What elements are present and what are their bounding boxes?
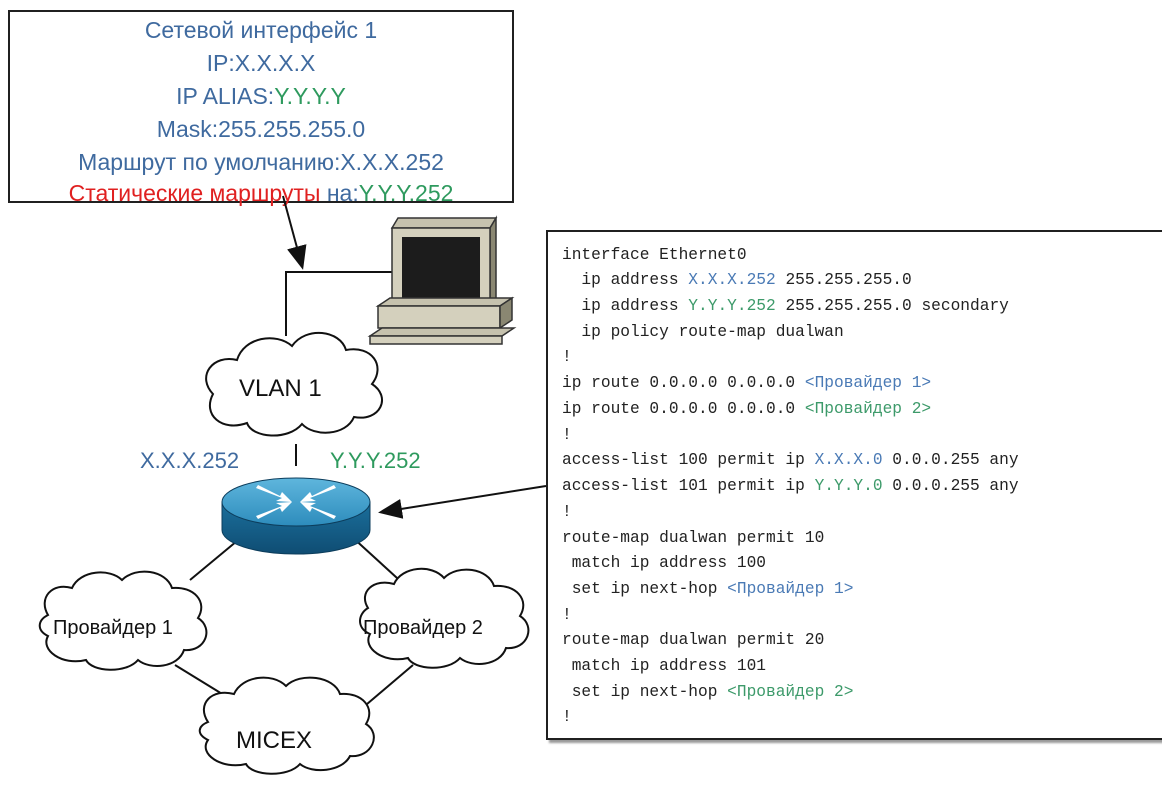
static-routes-value: Y.Y.Y.252	[358, 180, 454, 206]
static-routes-label: Статические маршруты	[68, 180, 321, 206]
interface-title: Сетевой интерфейс 1	[144, 17, 378, 43]
ip-alias-label: IP ALIAS:	[176, 83, 275, 109]
default-route: Маршрут по умолчанию:X.X.X.252	[78, 149, 444, 175]
config-line: ip policy route-map dualwan	[562, 323, 844, 341]
provider2-label: Провайдер 2	[363, 617, 483, 639]
config-line: interface Ethernet0	[562, 246, 747, 264]
provider1-cloud	[38, 570, 208, 671]
info-arrow	[282, 195, 307, 270]
router-ip-right: Y.Y.Y.252	[330, 448, 421, 473]
ip-alias-value: Y.Y.Y.Y	[274, 83, 346, 109]
config-line: set ip next-hop <Провайдер 2>	[562, 683, 854, 701]
config-line: !	[562, 503, 572, 521]
router-icon	[221, 477, 371, 555]
config-line: route-map dualwan permit 20	[562, 631, 825, 649]
workstation-icon	[367, 215, 517, 345]
pc-link	[285, 271, 400, 336]
config-line: ip address Y.Y.Y.252 255.255.255.0 secon…	[562, 297, 1009, 315]
config-line: ip route 0.0.0.0 0.0.0.0 <Провайдер 1>	[562, 374, 932, 392]
provider2-cloud	[359, 567, 530, 669]
router-ip-left: X.X.X.252	[140, 448, 240, 473]
interface-ip-alias: IP ALIAS:Y.Y.Y.Y	[10, 82, 512, 110]
config-line: match ip address 100	[562, 554, 766, 572]
interface-ip: IP:X.X.X.X	[206, 50, 316, 76]
config-line: ip address X.X.X.252 255.255.255.0	[562, 271, 912, 289]
config-line: match ip address 101	[562, 657, 766, 675]
router-config-box: interface Ethernet0 ip address X.X.X.252…	[546, 230, 1162, 740]
config-line: !	[562, 348, 572, 366]
provider1-label: Провайдер 1	[53, 617, 173, 639]
vlan-label: VLAN 1	[239, 375, 322, 402]
config-line: route-map dualwan permit 10	[562, 529, 825, 547]
config-line: ip route 0.0.0.0 0.0.0.0 <Провайдер 2>	[562, 400, 932, 418]
config-line: set ip next-hop <Провайдер 1>	[562, 580, 854, 598]
interface-mask: Mask:255.255.255.0	[156, 116, 366, 142]
config-line: !	[562, 426, 572, 444]
static-routes-mid: на:	[320, 180, 359, 206]
interface-info-box: Сетевой интерфейс 1 IP:X.X.X.X IP ALIAS:…	[8, 10, 514, 206]
static-routes: Статические маршруты на:Y.Y.Y.252	[10, 179, 512, 207]
micex-cloud	[198, 676, 375, 775]
vlan-cloud	[205, 331, 383, 437]
config-line: !	[562, 606, 572, 624]
config-line: access-list 101 permit ip Y.Y.Y.0 0.0.0.…	[562, 477, 1019, 495]
config-arrow	[378, 485, 547, 519]
config-line: !	[562, 708, 572, 726]
micex-label: MICEX	[236, 727, 313, 754]
config-line: access-list 100 permit ip X.X.X.0 0.0.0.…	[562, 451, 1019, 469]
